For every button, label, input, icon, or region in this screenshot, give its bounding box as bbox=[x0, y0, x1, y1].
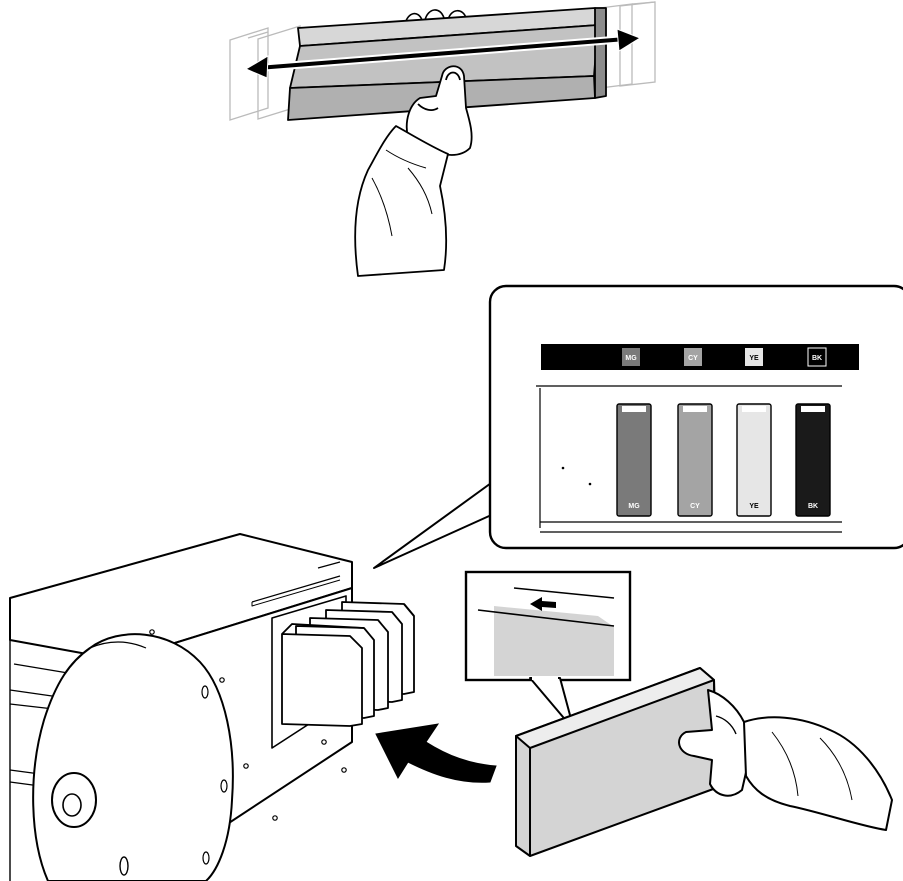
new-cartridge-in-hand bbox=[516, 668, 892, 856]
shake-cartridge-scene bbox=[230, 2, 655, 276]
slot-label-strip: MG CY YE BK bbox=[541, 344, 859, 370]
inserting-sleeve bbox=[744, 717, 892, 830]
insert-arrow-icon bbox=[376, 724, 496, 782]
slot-label-ye: YE bbox=[745, 348, 763, 366]
svg-text:BK: BK bbox=[812, 355, 822, 362]
printer-end-cover bbox=[33, 634, 233, 881]
cartridge-bk: BK bbox=[796, 404, 830, 516]
slot-label-cy: CY bbox=[684, 348, 702, 366]
svg-text:YE: YE bbox=[749, 503, 759, 510]
slot-label-mg: MG bbox=[622, 348, 640, 366]
slot-label-bk: BK bbox=[808, 348, 826, 366]
cartridge-cy: CY bbox=[678, 404, 712, 516]
svg-text:CY: CY bbox=[688, 355, 698, 362]
svg-text:CY: CY bbox=[690, 503, 700, 510]
shaking-sleeve bbox=[355, 126, 448, 276]
svg-text:BK: BK bbox=[808, 503, 818, 510]
svg-text:MG: MG bbox=[625, 355, 637, 362]
printer bbox=[10, 534, 414, 881]
cartridge-mg: MG bbox=[617, 404, 651, 516]
svg-text:MG: MG bbox=[628, 503, 640, 510]
svg-text:YE: YE bbox=[749, 355, 759, 362]
cartridge-ye: YE bbox=[737, 404, 771, 516]
color-layout-callout: MG CY YE BK bbox=[374, 286, 903, 568]
printer-knob bbox=[52, 773, 96, 827]
